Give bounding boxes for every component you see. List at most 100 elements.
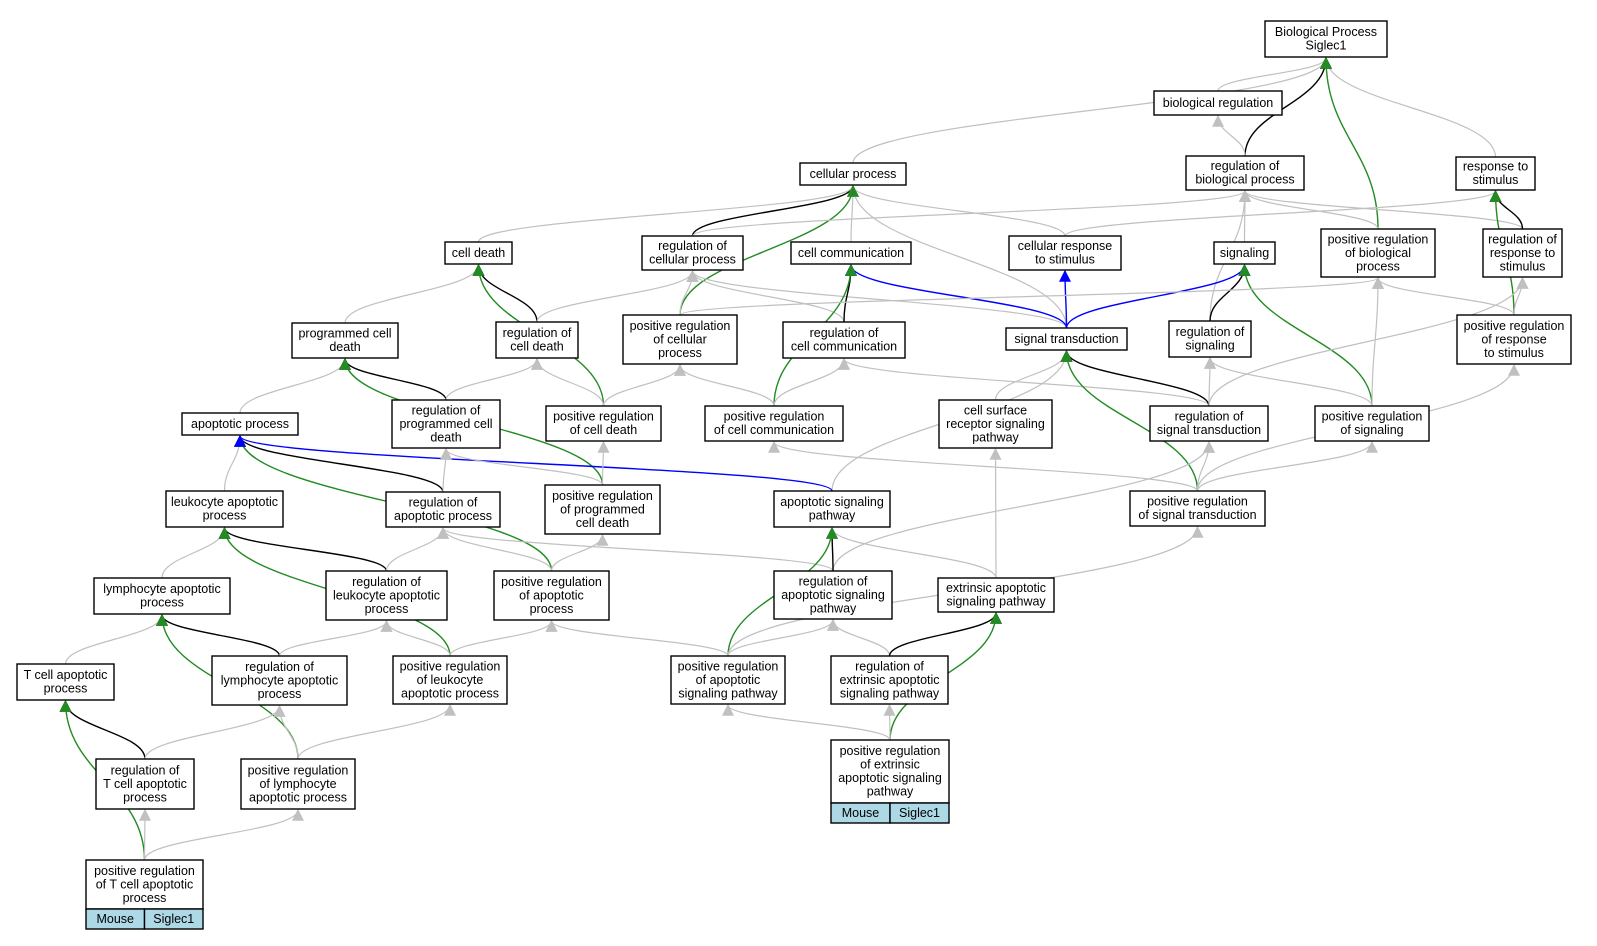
- node-box: [240, 758, 356, 810]
- go-term-node-celldeath[interactable]: cell death: [444, 241, 513, 265]
- node-box: [385, 491, 501, 528]
- go-term-node-bioreg[interactable]: biological regulation: [1153, 90, 1283, 116]
- node-box: [544, 484, 661, 535]
- edge-is-a: [994, 349, 1073, 401]
- node-label-line: cell communication: [791, 340, 897, 354]
- node-box: [938, 399, 1053, 449]
- node-label-line: cell death: [510, 340, 564, 354]
- annotation-cell: [889, 802, 950, 824]
- node-label-line: cell death: [452, 246, 506, 260]
- edge-regulates: [888, 611, 1002, 657]
- edge-regulates: [59, 699, 146, 760]
- edge-part-of: [1065, 263, 1251, 329]
- go-term-node-sigtrans[interactable]: signal transduction: [1005, 327, 1128, 351]
- node-box: [1456, 314, 1572, 365]
- node-label-line: process: [530, 602, 574, 616]
- node-label-line: of biological: [1345, 246, 1411, 260]
- edge-part-of: [234, 434, 833, 492]
- node-label-line: death: [430, 430, 461, 444]
- edge-is-a: [440, 447, 604, 486]
- go-term-node-cellproc[interactable]: cellular process: [799, 162, 907, 186]
- edge-is-a: [64, 613, 168, 665]
- edges-layer: [59, 56, 1529, 861]
- node-label-line: positive regulation: [94, 864, 195, 878]
- edge-is-a: [1196, 440, 1378, 492]
- node-label-line: process: [365, 602, 409, 616]
- node-label-line: programmed cell: [298, 327, 391, 341]
- node-label-line: T cell apoptotic: [103, 777, 187, 791]
- node-label-line: extrinsic apoptotic: [946, 581, 1046, 595]
- go-term-node-apop[interactable]: apoptotic process: [181, 412, 299, 436]
- node-label-line: apoptotic signaling: [781, 588, 885, 602]
- edge-is-a: [143, 808, 304, 861]
- node-label-line: regulation of: [1175, 410, 1244, 424]
- node-label-line: of cell death: [570, 423, 637, 437]
- edge-is-a: [847, 184, 1068, 329]
- node-label-line: regulation of: [111, 763, 180, 777]
- node-box: [1168, 320, 1252, 358]
- go-term-node-signaling[interactable]: signaling: [1213, 241, 1276, 265]
- node-label-line: regulation of: [1488, 232, 1557, 246]
- node-label-line: death: [329, 340, 360, 354]
- node-label-line: pathway: [867, 785, 914, 799]
- annotation-gene: Siglec1: [153, 912, 194, 926]
- edge-is-a: [1320, 56, 1497, 158]
- node-label-line: of extrinsic: [860, 758, 920, 772]
- node-label-line: of cellular: [653, 332, 707, 346]
- node-label-line: process: [203, 509, 247, 523]
- edge-regulates: [156, 613, 281, 657]
- node-box: [1129, 490, 1266, 527]
- node-box: [1320, 228, 1436, 278]
- edge-is-a: [138, 808, 151, 861]
- node-label-line: process: [44, 682, 88, 696]
- edge-is-a: [1239, 189, 1524, 230]
- node-label-line: process: [658, 346, 702, 360]
- node-box: [1482, 228, 1563, 278]
- go-term-node-cellcomm[interactable]: cell communication: [790, 241, 912, 265]
- node-box: [622, 314, 738, 365]
- edge-is-a: [477, 184, 859, 243]
- node-label-line: extrinsic apoptotic: [839, 673, 939, 687]
- node-box: [16, 663, 115, 701]
- edge-is-a: [826, 526, 997, 579]
